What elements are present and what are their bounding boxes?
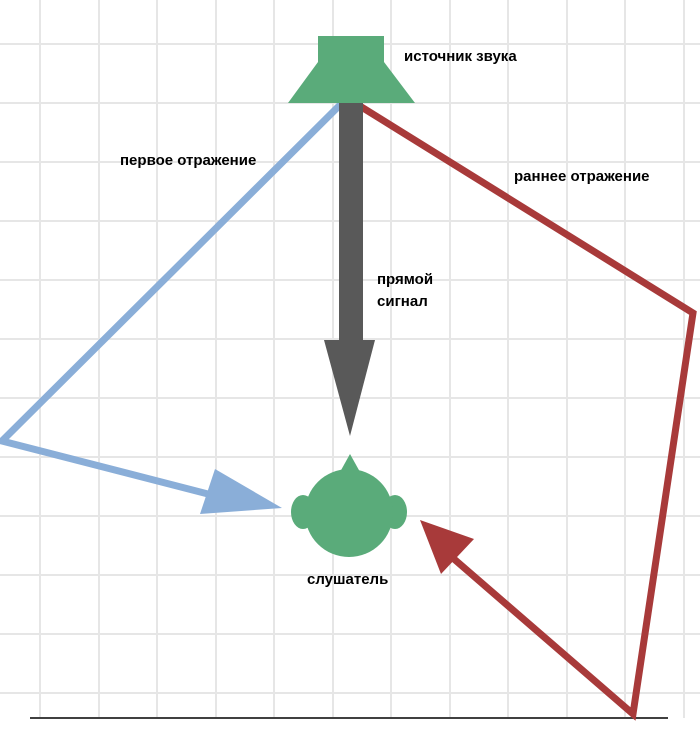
- listener-label: слушатель: [307, 571, 388, 588]
- direct-signal-label-line1: прямой: [377, 271, 433, 288]
- early-reflection-line: [353, 100, 697, 721]
- source-label: источник звука: [404, 48, 517, 65]
- direct-signal-label-line2: сигнал: [377, 293, 428, 310]
- speaker-icon: [288, 36, 415, 103]
- early-reflection-arrowhead: [420, 520, 474, 574]
- early-reflection-path: [353, 100, 697, 721]
- head-icon: [291, 454, 407, 557]
- listener-head: [305, 469, 393, 557]
- first-reflection-arrowhead: [200, 469, 282, 514]
- first-reflection-label: первое отражение: [120, 152, 256, 169]
- direct-signal-arrowhead: [324, 340, 375, 436]
- first-reflection-line: [0, 97, 348, 498]
- direct-signal-shaft: [339, 98, 363, 344]
- direct-signal-arrow: [324, 98, 375, 436]
- first-reflection-path: [0, 97, 348, 514]
- early-reflection-label: раннее отражение: [514, 168, 650, 185]
- speaker-body: [288, 36, 415, 103]
- listener-nose: [340, 454, 360, 472]
